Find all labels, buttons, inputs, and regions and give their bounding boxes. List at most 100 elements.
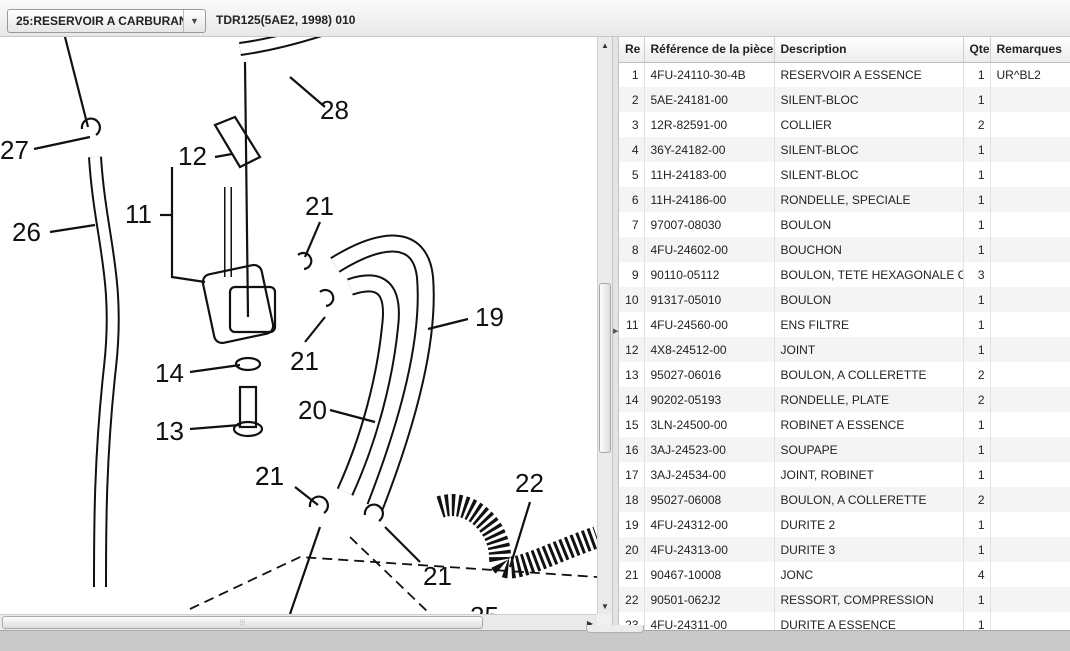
cell-description: RONDELLE, SPECIALE (774, 187, 964, 212)
diagram-vertical-scrollbar[interactable]: ▲ ▼ (597, 37, 612, 614)
cell-ref: 8 (619, 237, 645, 262)
callout-25: 25 (470, 601, 499, 614)
callout-21: 21 (423, 561, 452, 591)
cell-remarks (990, 387, 1070, 412)
parts-diagram-svg: 27 12 28 11 26 21 21 19 14 21 20 13 21 2… (0, 37, 597, 614)
cell-ref: 7 (619, 212, 645, 237)
column-header-ref[interactable]: Re (619, 37, 645, 63)
cell-part-number: 4X8-24512-00 (644, 337, 775, 362)
callout-20: 20 (298, 395, 327, 425)
cell-remarks: UR^BL2 (990, 62, 1070, 87)
cell-ref: 16 (619, 437, 645, 462)
cell-part-number: 90202-05193 (644, 387, 775, 412)
callout-14: 14 (155, 358, 184, 388)
cell-description: BOULON (774, 212, 964, 237)
cell-part-number: 4FU-24560-00 (644, 312, 775, 337)
cell-description: JOINT, ROBINET (774, 462, 964, 487)
cell-part-number: 36Y-24182-00 (644, 137, 775, 162)
vertical-scroll-thumb[interactable] (599, 283, 611, 453)
callout-19: 19 (475, 302, 504, 332)
cell-quantity: 1 (963, 212, 991, 237)
arrow-down-icon[interactable]: ▼ (601, 601, 609, 611)
cell-part-number: 5AE-24181-00 (644, 87, 775, 112)
cell-ref: 18 (619, 487, 645, 512)
cell-part-number: 90110-05112 (644, 262, 775, 287)
cell-remarks (990, 487, 1070, 512)
diagram-horizontal-scrollbar[interactable]: ⦙⦙⦙ ▶ (0, 614, 597, 630)
cell-part-number: 90467-10008 (644, 562, 775, 587)
cell-description: JONC (774, 562, 964, 587)
cell-ref: 1 (619, 62, 645, 87)
cell-quantity: 2 (963, 362, 991, 387)
cell-remarks (990, 87, 1070, 112)
exploded-diagram[interactable]: 27 12 28 11 26 21 21 19 14 21 20 13 21 2… (0, 37, 597, 614)
cell-quantity: 4 (963, 562, 991, 587)
cell-remarks (990, 412, 1070, 437)
cell-quantity: 1 (963, 537, 991, 562)
cell-description: BOULON (774, 287, 964, 312)
parts-table-pane: Re Référence de la pièce Description Qte… (619, 37, 1070, 630)
section-select[interactable]: 25:RESERVOIR A CARBURAN ▼ (7, 9, 206, 33)
callout-21: 21 (305, 191, 334, 221)
cell-quantity: 2 (963, 112, 991, 137)
cell-description: COLLIER (774, 112, 964, 137)
column-header-remarks[interactable]: Remarques (990, 37, 1070, 63)
callout-21: 21 (290, 346, 319, 376)
cell-remarks (990, 187, 1070, 212)
cell-remarks (990, 137, 1070, 162)
cell-description: RESSORT, COMPRESSION (774, 587, 964, 612)
horizontal-scroll-thumb[interactable]: ⦙⦙⦙ (2, 616, 483, 629)
cell-part-number: 4FU-24312-00 (644, 512, 775, 537)
column-header-description[interactable]: Description (774, 37, 964, 63)
bottom-splitter-handle[interactable] (586, 625, 644, 633)
toolbar: 25:RESERVOIR A CARBURAN ▼ TDR125(5AE2, 1… (0, 0, 1070, 37)
arrow-right-icon[interactable]: ▶ (586, 618, 594, 628)
cell-description: ENS FILTRE (774, 312, 964, 337)
parts-table: Re Référence de la pièce Description Qte… (619, 37, 1070, 630)
cell-quantity: 1 (963, 312, 991, 337)
cell-description: BOULON, TETE HEXAGONALE C (774, 262, 964, 287)
pane-splitter[interactable]: ▶ (612, 37, 619, 630)
chevron-down-icon[interactable]: ▼ (183, 10, 205, 32)
column-header-part-number[interactable]: Référence de la pièce (644, 37, 775, 63)
column-header-quantity[interactable]: Qte (963, 37, 991, 63)
cell-remarks (990, 562, 1070, 587)
cell-ref: 5 (619, 162, 645, 187)
cell-remarks (990, 337, 1070, 362)
collapse-arrow-icon[interactable]: ▶ (613, 328, 619, 335)
callout-26: 26 (12, 217, 41, 247)
cell-remarks (990, 262, 1070, 287)
cell-part-number: 3LN-24500-00 (644, 412, 775, 437)
callout-13: 13 (155, 416, 184, 446)
cell-ref: 20 (619, 537, 645, 562)
arrow-up-icon[interactable]: ▲ (601, 40, 609, 50)
cell-description: SOUPAPE (774, 437, 964, 462)
cell-part-number: 11H-24186-00 (644, 187, 775, 212)
cell-quantity: 1 (963, 612, 991, 630)
callout-21-b: 21 (255, 461, 284, 491)
cell-quantity: 1 (963, 587, 991, 612)
